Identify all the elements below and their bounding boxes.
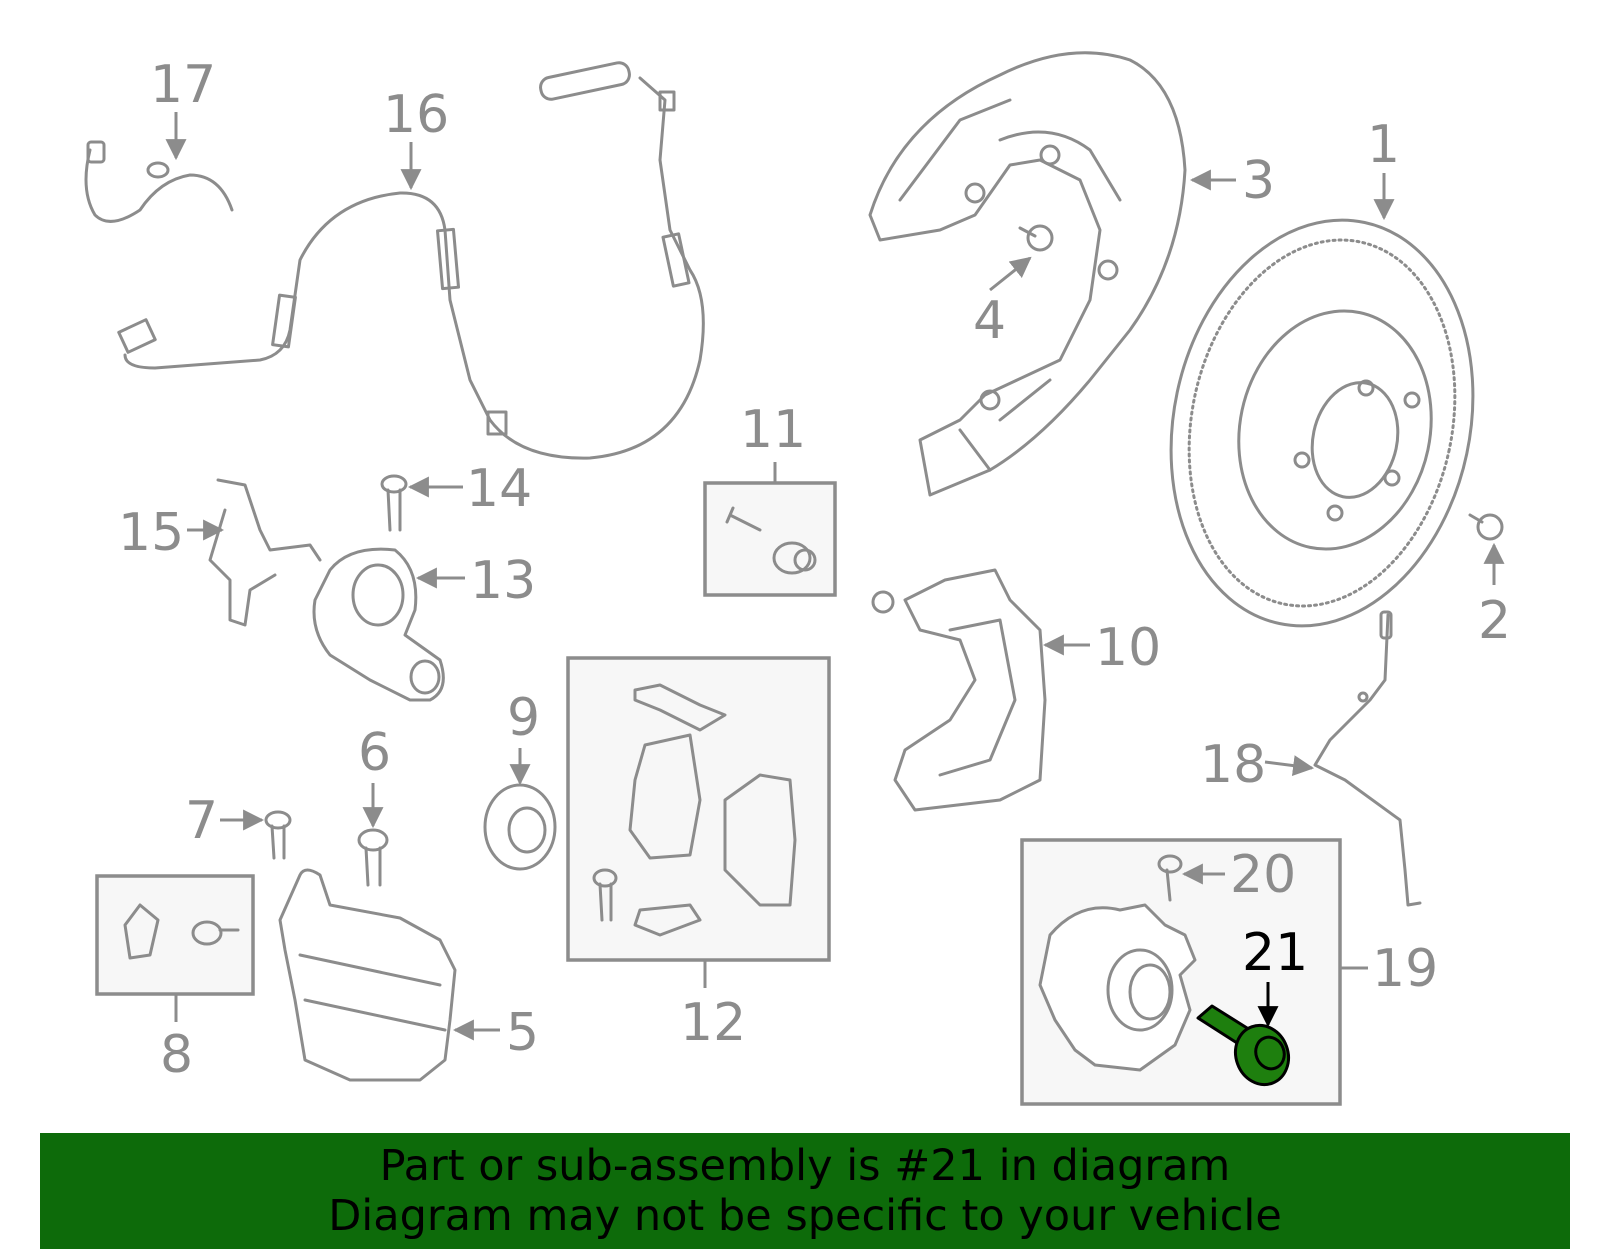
part-4-bolt: [1018, 224, 1054, 252]
callout-12: 12: [680, 993, 746, 1053]
part-1-brake-rotor: [1169, 218, 1475, 628]
part-12-pad-kit: [592, 683, 797, 937]
part-5-brake-caliper: [278, 868, 457, 1082]
part-18-wear-sensor: [1313, 610, 1422, 907]
part-15-bracket: [208, 478, 322, 627]
callout-11: 11: [740, 400, 806, 460]
part-17-sensor-harness: [84, 140, 234, 223]
part-19-hub-bearing: [1038, 903, 1197, 1072]
callout-14: 14: [466, 459, 532, 519]
part-20-screw: [1157, 854, 1183, 902]
callout-8: 8: [160, 1025, 193, 1085]
part-10-caliper-bracket: [871, 568, 1047, 812]
callout-5: 5: [506, 1003, 539, 1063]
part-21-hub-bolt-highlighted: [1196, 1004, 1290, 1087]
part-2-screw: [1468, 513, 1504, 541]
part-7-bolt: [264, 810, 292, 860]
part-9-seal: [483, 783, 557, 871]
box-11: [703, 481, 837, 597]
callout-15: 15: [118, 503, 184, 563]
callout-19: 19: [1372, 939, 1438, 999]
callout-6: 6: [358, 723, 391, 783]
callout-9: 9: [507, 688, 540, 748]
part-8-repair-kit: [123, 903, 240, 960]
callout-2: 2: [1478, 591, 1511, 651]
box-8: [95, 874, 255, 996]
info-banner: Part or sub-assembly is #21 in diagram D…: [40, 1133, 1570, 1249]
callout-3: 3: [1242, 151, 1275, 211]
callout-16: 16: [383, 85, 449, 145]
part-14-bolt: [380, 474, 408, 532]
part-13-caliper-motor: [312, 547, 445, 702]
callout-7: 7: [185, 791, 218, 851]
callout-13: 13: [470, 551, 536, 611]
callout-20: 20: [1230, 845, 1296, 905]
part-3-dust-shield: [868, 51, 1187, 497]
callout-10: 10: [1095, 618, 1161, 678]
callout-4: 4: [973, 291, 1006, 351]
part-11-guide-pin-kit: [725, 506, 817, 575]
part-16-wiring-harness: [117, 61, 705, 460]
callout-17: 17: [150, 55, 216, 115]
banner-line-1: Part or sub-assembly is #21 in diagram: [379, 1141, 1231, 1191]
callout-18: 18: [1200, 735, 1266, 795]
leader-lines: [165, 112, 1505, 1041]
callout-21: 21: [1242, 923, 1308, 983]
part-6-bolt: [357, 828, 389, 887]
callout-1: 1: [1367, 115, 1400, 175]
banner-line-2: Diagram may not be specific to your vehi…: [328, 1191, 1282, 1241]
